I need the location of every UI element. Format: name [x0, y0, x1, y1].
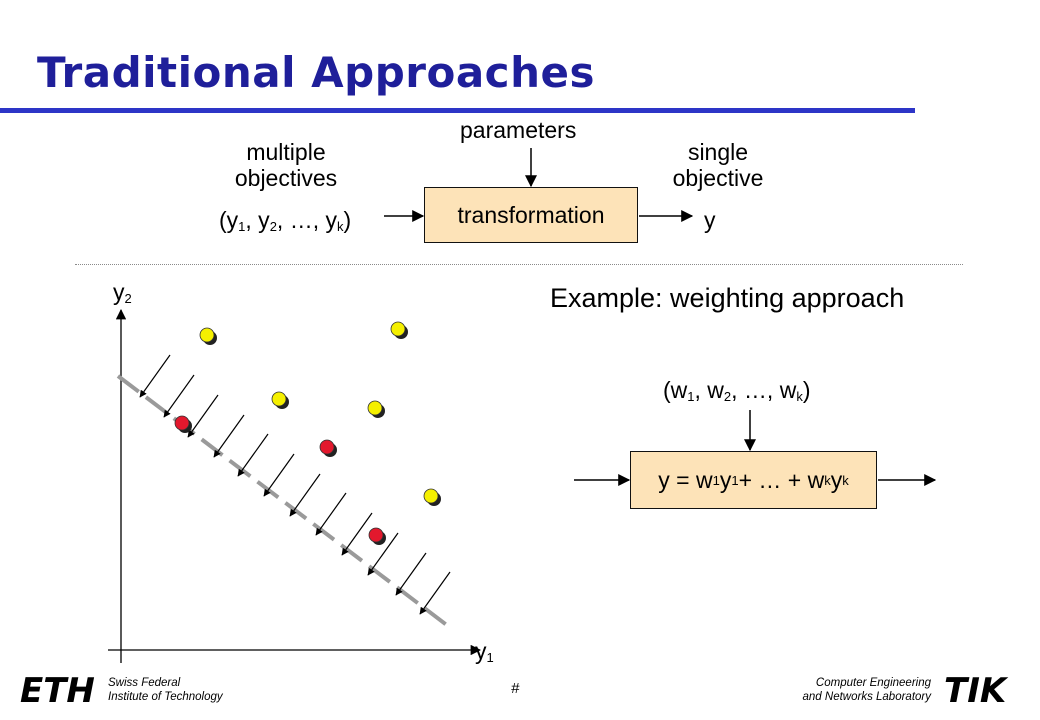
direction-arrow — [187, 394, 219, 438]
weights-label: (w1, w2, …, wk) — [663, 377, 811, 404]
optimal-point — [368, 527, 384, 543]
feasible-point — [423, 488, 439, 504]
direction-arrow — [163, 374, 195, 418]
tik-logo: TIK — [944, 671, 1034, 713]
direction-arrow — [395, 552, 427, 596]
y2-axis-label: y2 — [113, 279, 132, 306]
direction-arrow — [315, 492, 347, 536]
direction-arrow — [139, 354, 171, 398]
direction-arrow — [263, 453, 295, 497]
multiple-objectives-label: multiple objectives — [234, 139, 338, 191]
direction-arrow — [367, 532, 399, 576]
weighting-line — [116, 374, 454, 631]
feasible-point — [367, 400, 383, 416]
example-title: Example: weighting approach — [550, 283, 905, 313]
svg-text:TIK: TIK — [944, 672, 1009, 708]
direction-arrow — [419, 571, 451, 615]
parameters-label: parameters — [460, 117, 577, 143]
single-objective-label: single objective — [672, 139, 764, 191]
feasible-point — [390, 321, 406, 337]
feasible-point — [199, 327, 215, 343]
output-label: y — [704, 207, 716, 233]
eth-logo: ETH — [20, 671, 100, 713]
title-underline — [0, 108, 915, 113]
direction-arrow — [237, 433, 269, 477]
direction-arrow — [341, 512, 373, 556]
direction-arrow — [289, 473, 321, 517]
optimal-point — [174, 415, 190, 431]
feasible-point — [271, 391, 287, 407]
optimal-point — [319, 439, 335, 455]
page-number: # — [511, 680, 520, 697]
transformation-box: transformation — [424, 187, 638, 243]
tik-name: Computer Engineering and Networks Labora… — [802, 677, 931, 703]
direction-arrow — [213, 414, 245, 458]
slide-title: Traditional Approaches — [37, 48, 595, 97]
section-separator — [75, 264, 963, 265]
objective-vector-label: (y1, y2, …, yk) — [219, 207, 352, 234]
svg-text:ETH: ETH — [20, 672, 95, 708]
eth-name: Swiss Federal Institute of Technology — [108, 677, 223, 703]
